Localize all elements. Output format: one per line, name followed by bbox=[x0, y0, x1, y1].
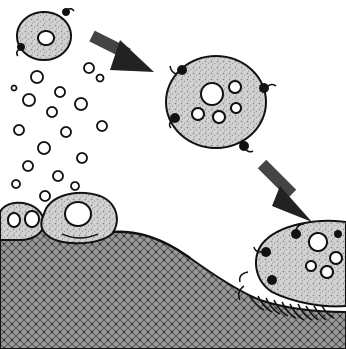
resting-cells-icon bbox=[0, 193, 117, 243]
arrow-icon bbox=[92, 36, 154, 72]
small-vesicle-icon bbox=[17, 8, 74, 60]
dispersed-particles-icon bbox=[12, 63, 108, 201]
arrow-icon bbox=[262, 164, 312, 222]
large-vesicle-icon bbox=[166, 56, 276, 152]
